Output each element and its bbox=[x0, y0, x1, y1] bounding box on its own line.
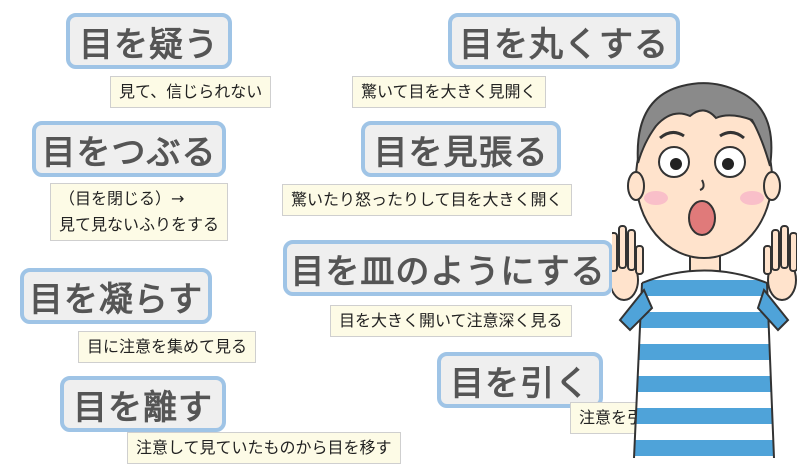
idiom-meaning-me-wo-utagau: 見て、信じられない bbox=[110, 76, 272, 108]
idiom-meaning-me-wo-tsuburu: （目を閉じる）→ 見て見ないふりをする bbox=[50, 183, 229, 241]
idiom-term-me-wo-sara-no-you-ni-suru: 目を皿のようにする bbox=[283, 240, 613, 296]
idiom-term-me-wo-maruku-suru: 目を丸くする bbox=[448, 13, 680, 69]
right-hand bbox=[763, 225, 797, 301]
idiom-meaning-me-wo-sara-no-you-ni-suru: 目を大きく開いて注意深く見る bbox=[330, 305, 572, 337]
idiom-term-me-wo-hanasu: 目を離す bbox=[60, 376, 226, 432]
left-hand bbox=[612, 225, 644, 301]
idiom-meaning-me-wo-miharu: 驚いたり怒ったりして目を大きく開く bbox=[282, 184, 572, 216]
idiom-meaning-me-wo-hanasu: 注意して見ていたものから目を移す bbox=[127, 432, 401, 464]
idiom-term-me-wo-korasu: 目を凝らす bbox=[20, 268, 212, 324]
idiom-term-me-wo-miharu: 目を見張る bbox=[361, 121, 561, 177]
surprised-boy-illustration bbox=[612, 82, 797, 458]
idiom-meaning-me-wo-korasu: 目に注意を集めて見る bbox=[78, 331, 257, 363]
idiom-term-me-wo-hiku: 目を引く bbox=[437, 352, 603, 408]
idiom-meaning-me-wo-maruku-suru: 驚いて目を大きく見開く bbox=[352, 76, 546, 108]
idiom-term-me-wo-utagau: 目を疑う bbox=[66, 13, 232, 69]
meaning-line-2: 見て見ないふりをする bbox=[59, 215, 220, 234]
meaning-line-1: （目を閉じる）→ bbox=[59, 189, 185, 208]
idiom-term-me-wo-tsuburu: 目をつぶる bbox=[32, 121, 226, 177]
